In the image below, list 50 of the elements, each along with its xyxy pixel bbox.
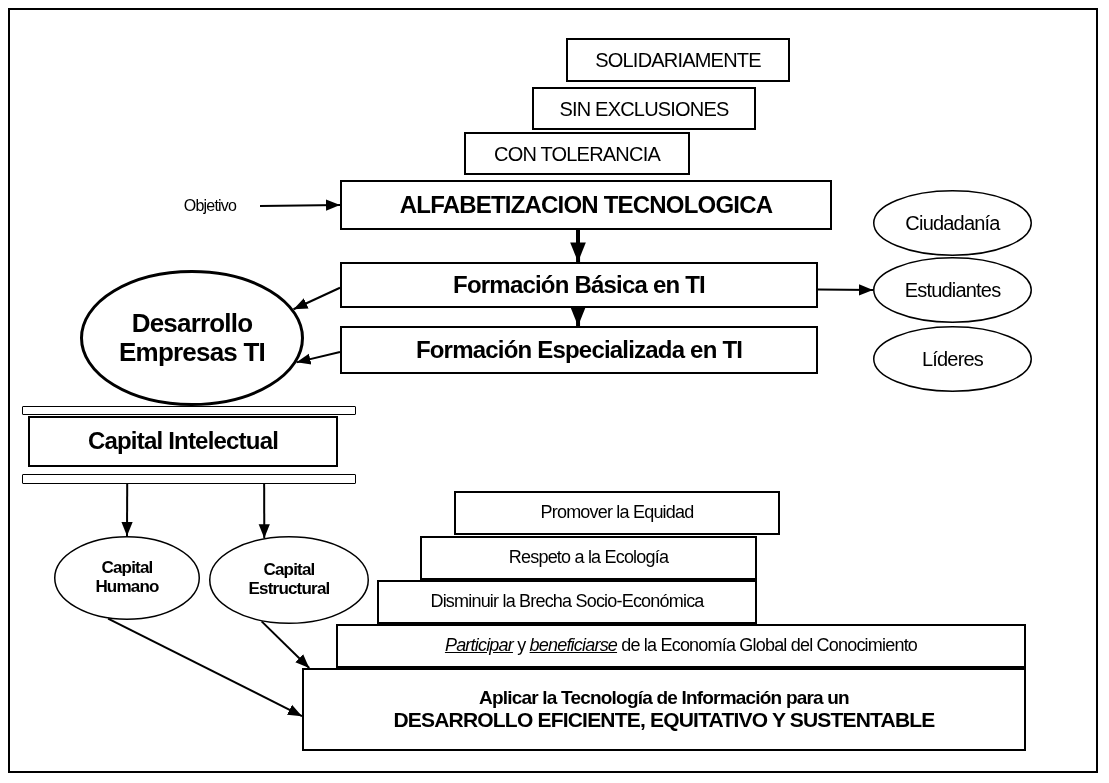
box-text: Desarrollo Empresas TI bbox=[118, 309, 266, 367]
arrow bbox=[292, 286, 341, 311]
box-text: SOLIDARIAMENTE bbox=[594, 49, 762, 71]
box-text: Capital Intelectual bbox=[86, 428, 280, 455]
text-box bbox=[377, 580, 757, 624]
box-text: Ciudadanía bbox=[904, 212, 1002, 234]
arrow bbox=[107, 617, 303, 718]
text-box bbox=[336, 624, 1026, 668]
node-label: Objetivo bbox=[160, 194, 260, 218]
shelf-bar bbox=[22, 406, 356, 415]
arrow bbox=[570, 306, 586, 326]
box-text: Formación Básica en TI bbox=[452, 271, 706, 299]
oval-node bbox=[54, 536, 200, 620]
text-box bbox=[28, 416, 338, 467]
text-box bbox=[454, 491, 780, 535]
box-text: SIN EXCLUSIONES bbox=[558, 97, 730, 120]
arrow bbox=[258, 483, 270, 540]
box-text: Capital Estructural bbox=[247, 561, 331, 599]
box-text: Respeto a la Ecología bbox=[507, 548, 670, 568]
text-box bbox=[340, 326, 818, 374]
arrow bbox=[570, 230, 586, 262]
text-box bbox=[340, 180, 832, 230]
arrow bbox=[295, 350, 341, 365]
box-text: Promover la Equidad bbox=[539, 503, 695, 523]
text-box bbox=[464, 132, 690, 175]
oval-node bbox=[873, 326, 1032, 392]
text-box bbox=[532, 87, 756, 130]
box-text: Capital Humano bbox=[94, 559, 160, 597]
box-text: Aplicar la Tecnología de Información para un bbox=[478, 687, 850, 709]
oval-node bbox=[80, 270, 304, 406]
text-box bbox=[340, 262, 818, 308]
oval-node bbox=[209, 536, 369, 624]
box-text: Estudiantes bbox=[903, 279, 1002, 301]
box-text: ALFABETIZACION TECNOLOGICA bbox=[398, 191, 774, 219]
text-box bbox=[302, 668, 1026, 751]
box-text: DESARROLLO EFICIENTE, EQUITATIVO Y SUSTENTABLE bbox=[392, 708, 936, 732]
arrow bbox=[817, 284, 874, 296]
text-box bbox=[420, 536, 757, 580]
arrow bbox=[259, 199, 341, 211]
box-text: Líderes bbox=[920, 348, 985, 370]
shelf-bar bbox=[22, 474, 356, 484]
box-text: Disminuir la Brecha Socio-Económica bbox=[429, 592, 706, 612]
oval-node bbox=[873, 190, 1032, 256]
box-text: CON TOLERANCIA bbox=[493, 142, 662, 165]
text-box bbox=[566, 38, 790, 82]
arrow bbox=[121, 483, 133, 537]
box-text: Formación Especializada en TI bbox=[414, 336, 744, 364]
oval-node bbox=[873, 257, 1032, 323]
arrow bbox=[260, 620, 311, 669]
box-text: Participar y beneficiarse de la Economía Global del Conocimiento bbox=[443, 636, 919, 656]
